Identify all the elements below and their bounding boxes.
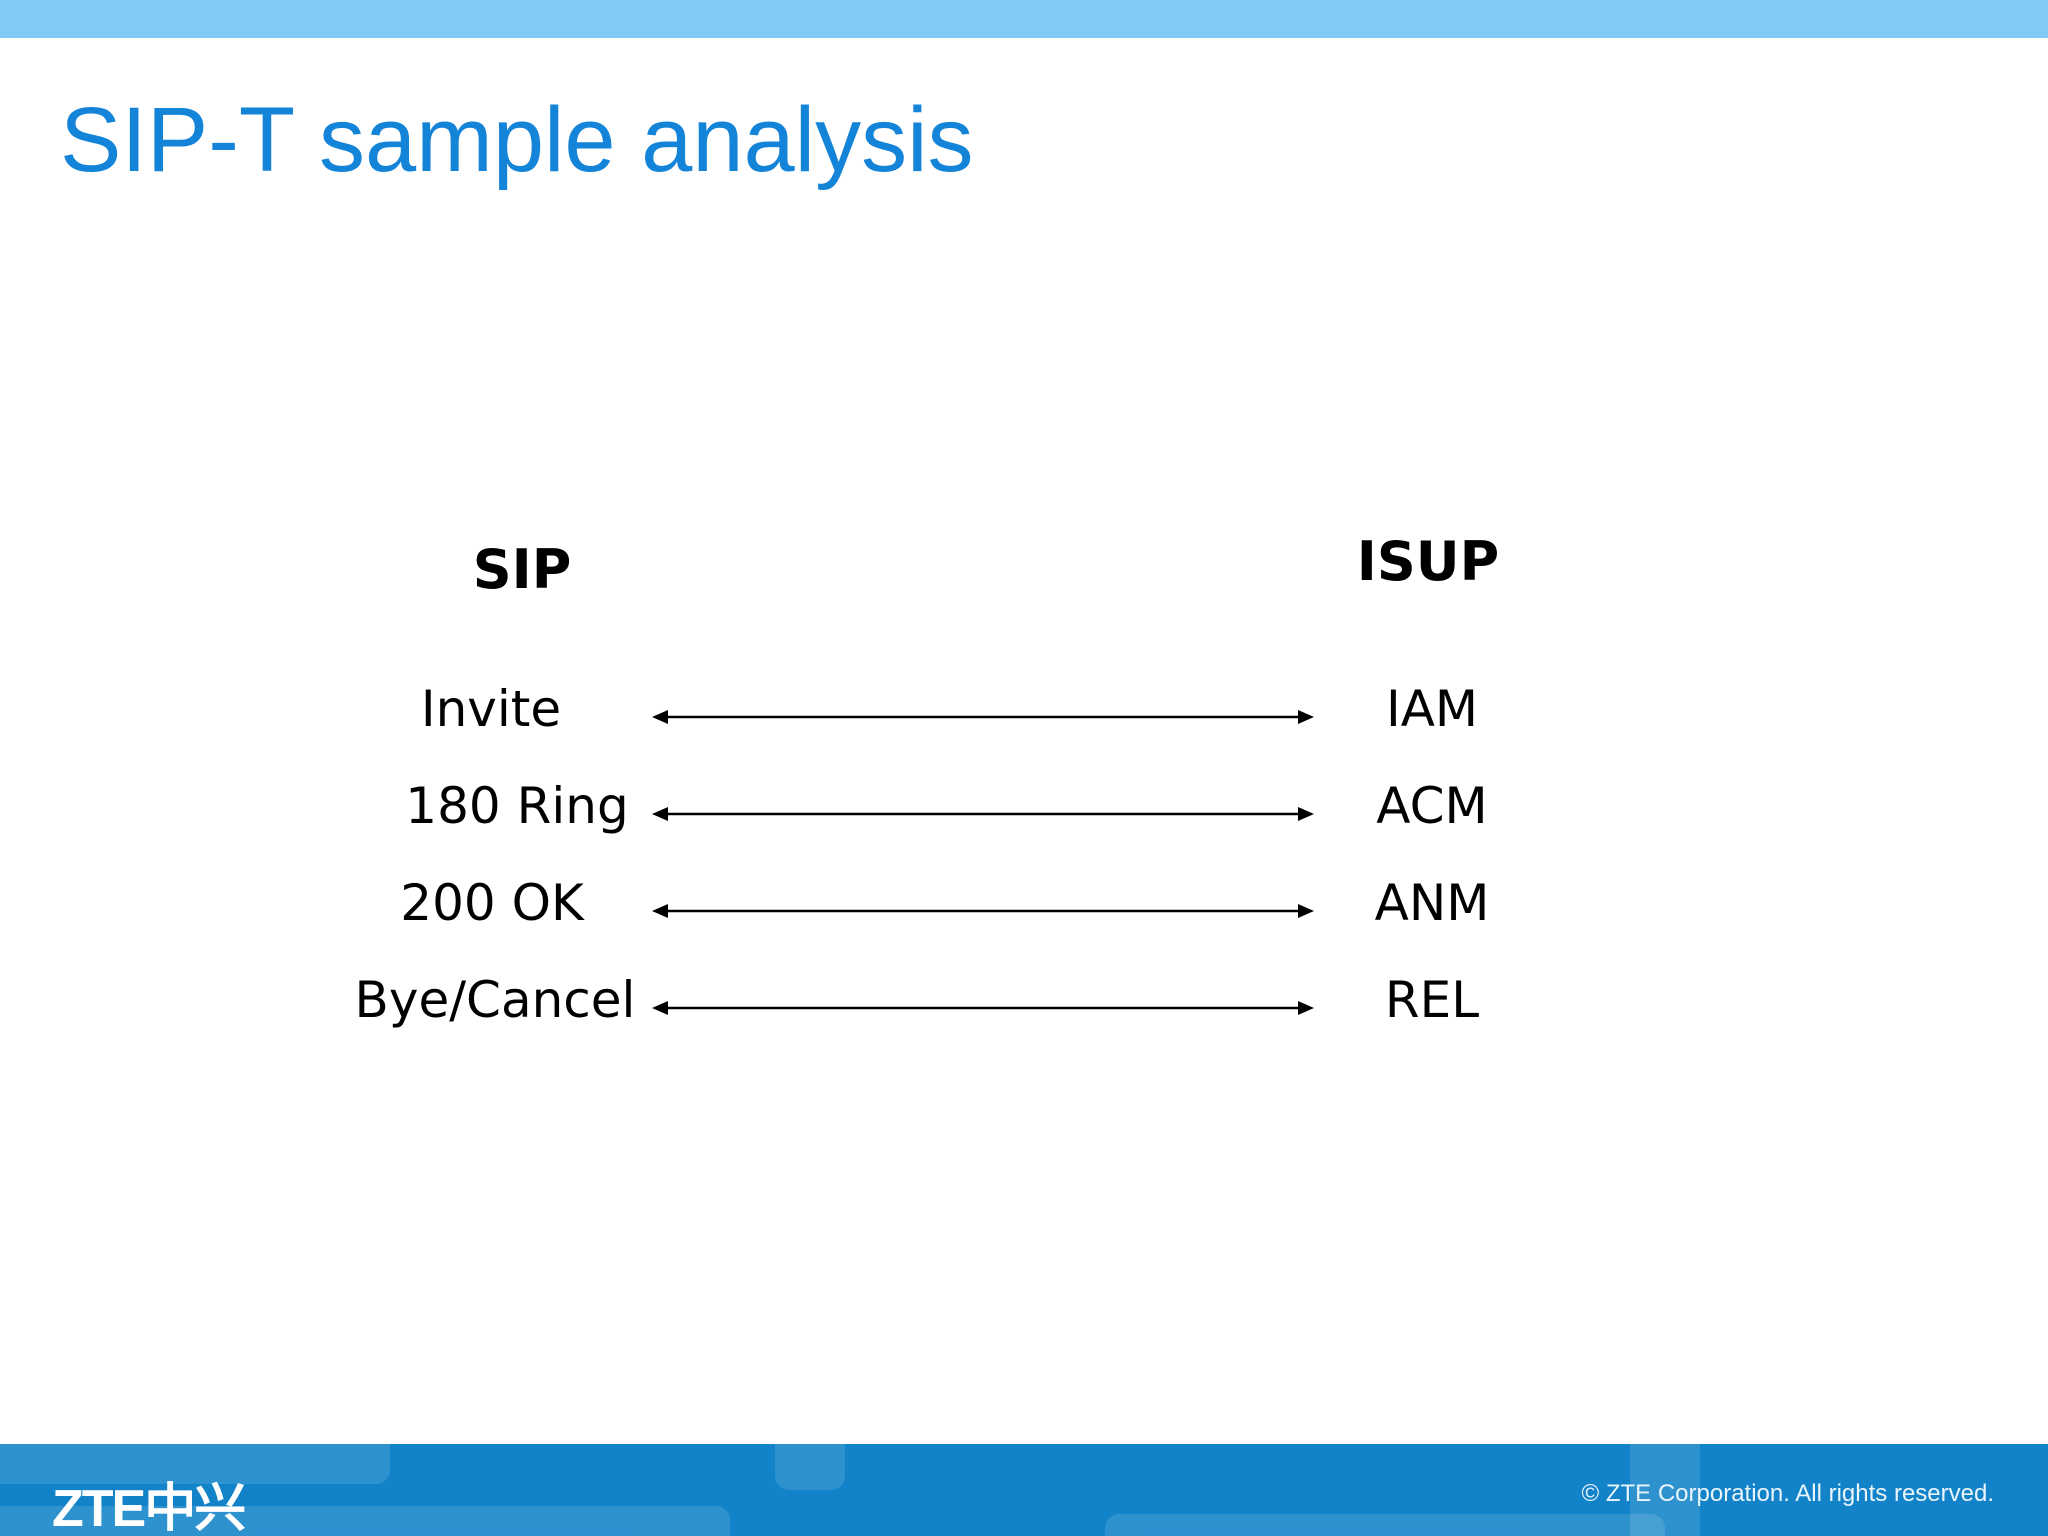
isup-message-acm: ACM bbox=[1376, 777, 1488, 835]
mapping-arrow bbox=[652, 807, 1314, 821]
footer-bar: ZTE中兴 © ZTE Corporation. All rights rese… bbox=[0, 1444, 2048, 1536]
sip-message-invite: Invite bbox=[420, 680, 562, 738]
footer-decoration bbox=[775, 1444, 845, 1490]
footer-decoration bbox=[1630, 1444, 1700, 1536]
isup-message-anm: ANM bbox=[1374, 874, 1490, 932]
mapping-arrow bbox=[652, 710, 1314, 724]
mapping-arrow bbox=[652, 904, 1314, 918]
footer-decoration bbox=[0, 1506, 730, 1536]
sip-message-180-ring: 180 Ring bbox=[405, 777, 629, 835]
top-accent-bar bbox=[0, 0, 2048, 38]
sip-column-header: SIP bbox=[472, 538, 572, 601]
sip-message-200-ok: 200 OK bbox=[400, 874, 584, 932]
copyright-text: © ZTE Corporation. All rights reserved. bbox=[1581, 1480, 1995, 1507]
isup-message-rel: REL bbox=[1384, 971, 1480, 1029]
footer-decoration bbox=[1105, 1514, 1665, 1536]
footer-decoration bbox=[0, 1444, 390, 1484]
isup-column-header: ISUP bbox=[1356, 530, 1500, 593]
slide-title: SIP-T sample analysis bbox=[60, 89, 974, 191]
isup-message-iam: IAM bbox=[1385, 680, 1479, 738]
mapping-arrow bbox=[652, 1001, 1314, 1015]
zte-logo: ZTE中兴 bbox=[52, 1480, 246, 1536]
sip-message-bye-cancel: Bye/Cancel bbox=[354, 971, 636, 1029]
